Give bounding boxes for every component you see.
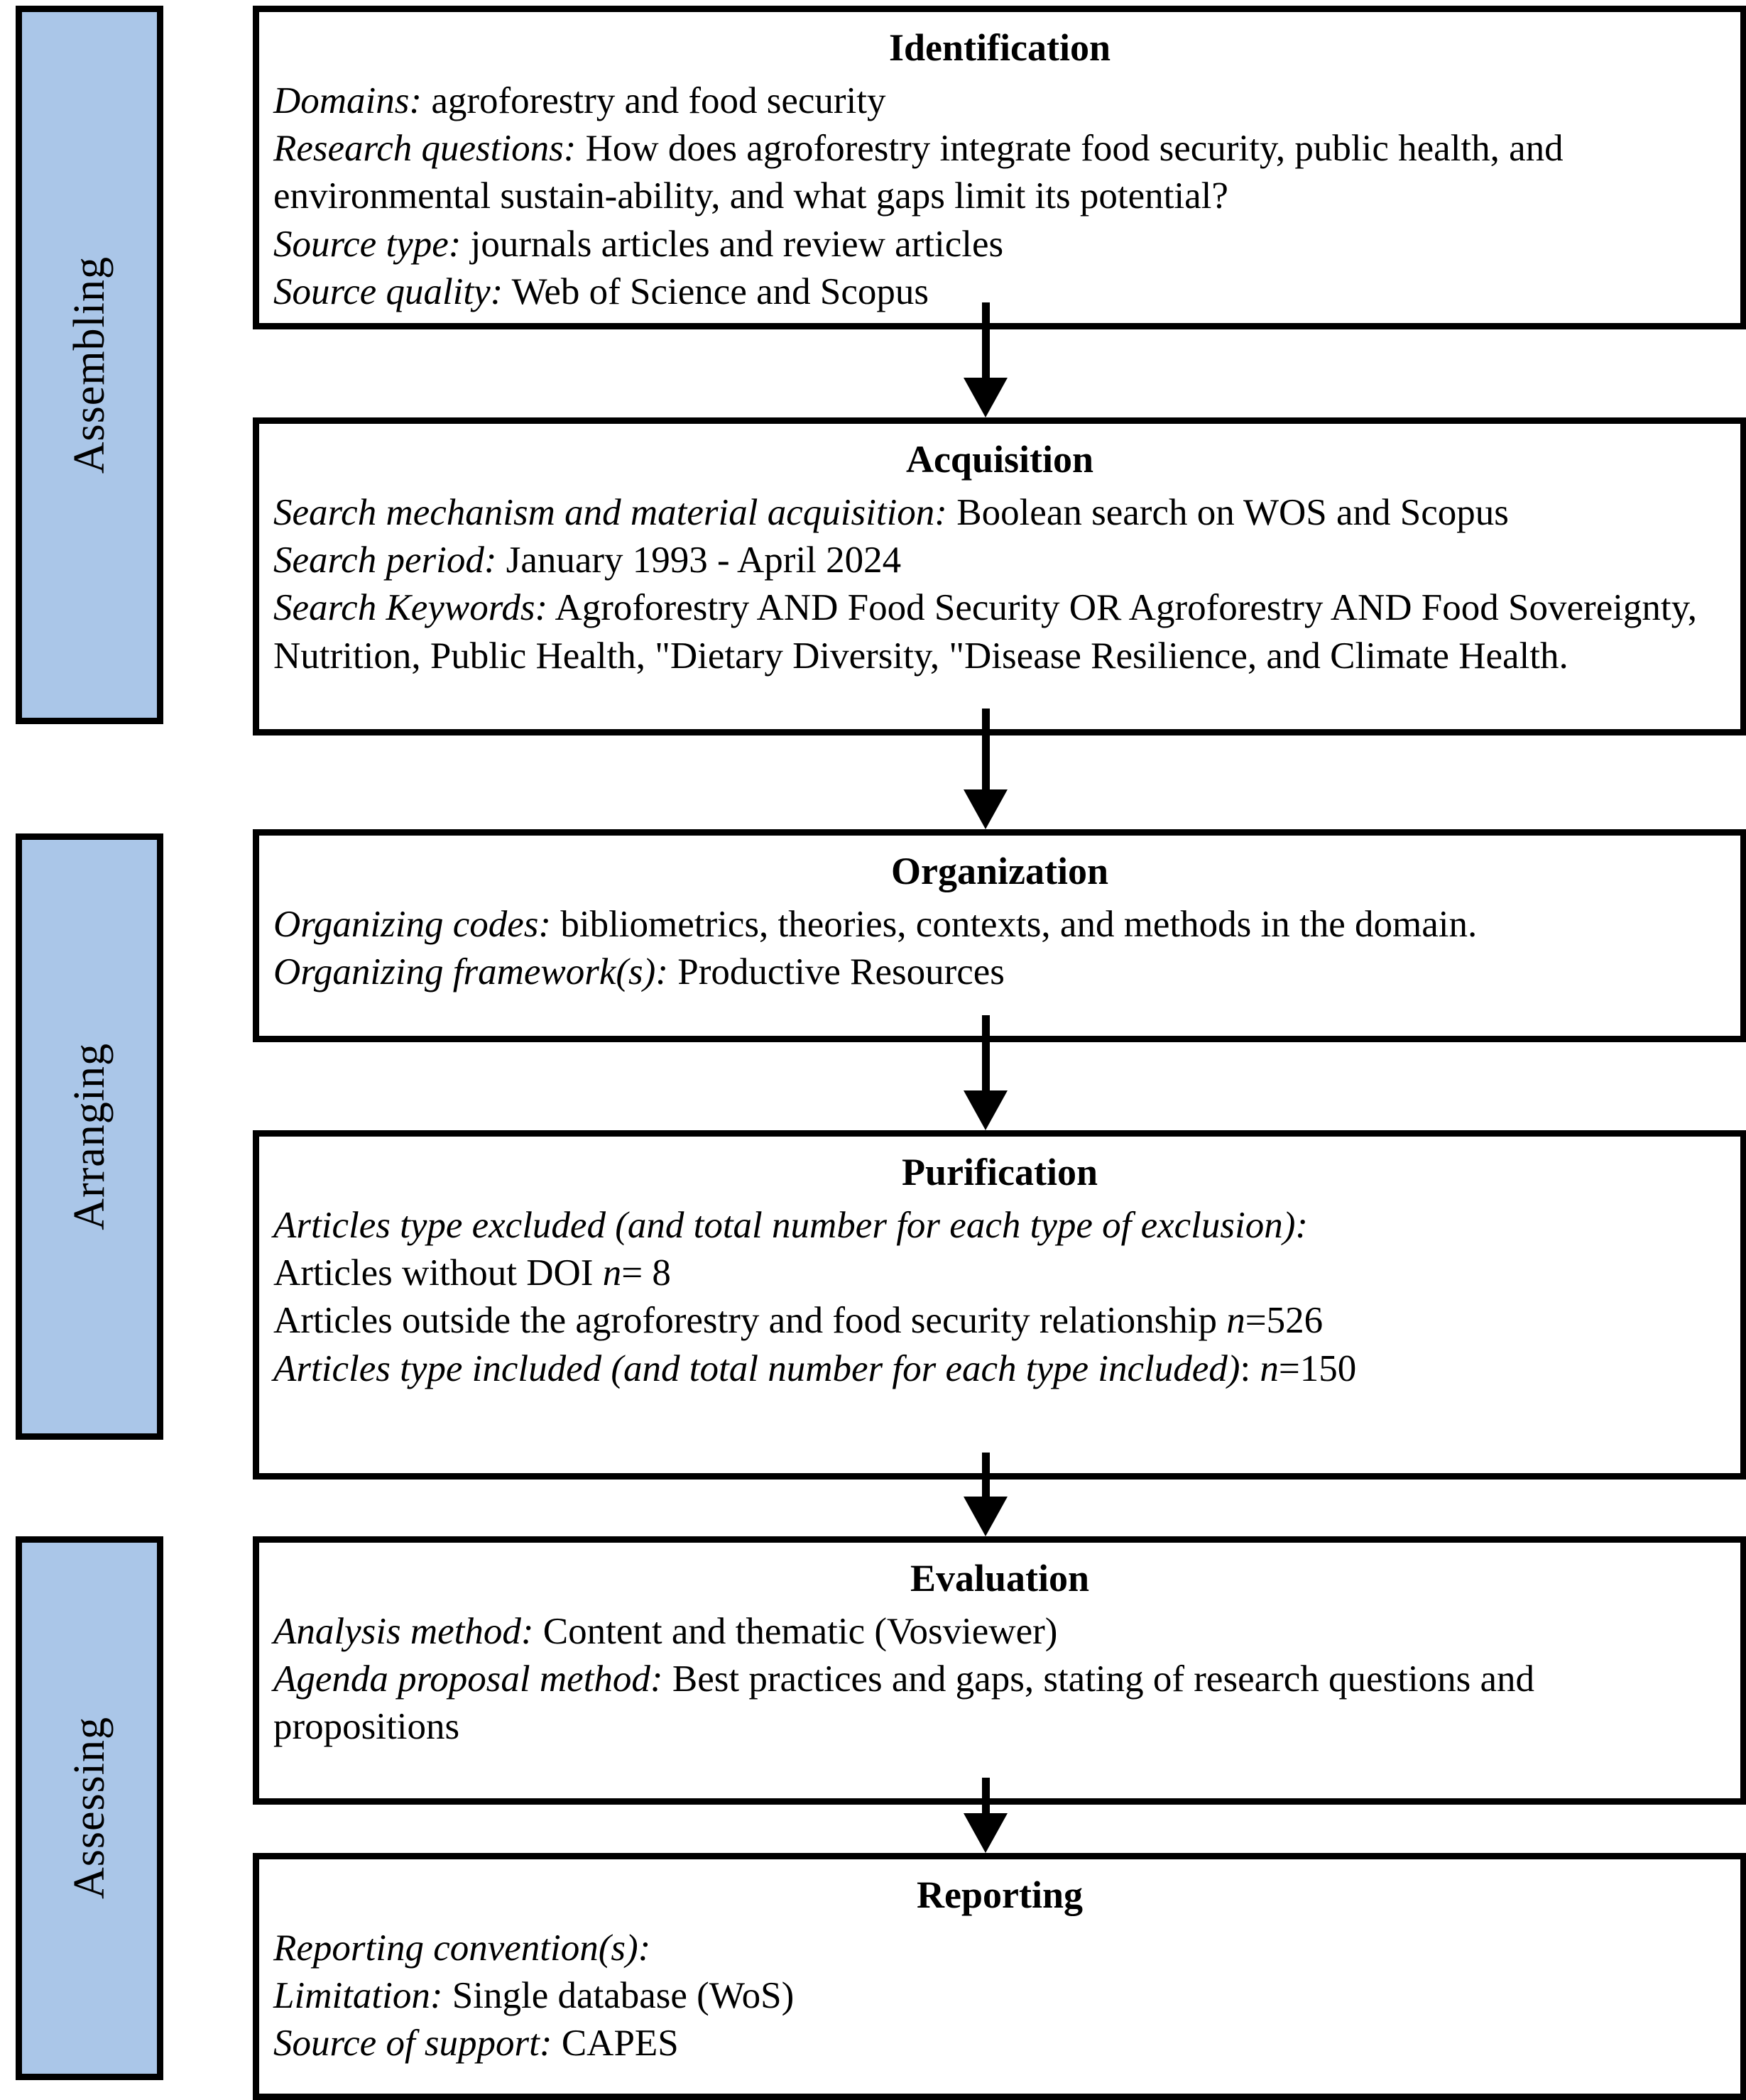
line-value: CAPES (552, 2023, 679, 2065)
arrow-shaft (982, 1778, 990, 1813)
arrow-head-icon (964, 1090, 1008, 1130)
arrow-shaft (982, 709, 990, 789)
stage-title-evaluation: Evaluation (910, 1557, 1090, 1599)
line-value: : n=150 (1240, 1347, 1357, 1389)
arrow-evaluation-to-reporting (964, 1778, 1008, 1853)
line-value: Single database (WoS) (442, 1975, 795, 2017)
stage-line: Search mechanism and material acquisitio… (273, 489, 1726, 537)
arrow-shaft (982, 1015, 990, 1090)
line-label: Search period: (273, 540, 497, 581)
stage-title-acquisition: Acquisition (905, 438, 1094, 481)
stage-title-reporting: Reporting (917, 1874, 1083, 1916)
stage-box-reporting: Reporting Reporting convention(s): Limit… (253, 1853, 1746, 2100)
phase-label-assessing: Assessing (65, 1717, 114, 1900)
line-label: Search mechanism and material acquisitio… (273, 491, 947, 533)
line-label: Source of support: (273, 2023, 552, 2065)
stage-line: Analysis method: Content and thematic (V… (273, 1608, 1726, 1656)
stage-line: Articles without DOI n= 8 (273, 1249, 1726, 1297)
line-label: Limitation: (273, 1975, 443, 2017)
line-value: bibliometrics, theories, contexts, and m… (551, 903, 1478, 945)
line-value: Productive Resources (667, 951, 1005, 993)
arrow-head-icon (964, 1497, 1008, 1536)
stage-line: Search period: January 1993 - April 2024 (273, 537, 1726, 584)
phase-bar-arranging: Arranging (16, 833, 163, 1440)
stage-line: Articles type included (and total number… (273, 1345, 1726, 1393)
line-value: How does agroforestry integrate food sec… (273, 128, 1564, 217)
line-value: journals articles and review articles (461, 223, 1004, 265)
stage-title-identification: Identification (888, 26, 1111, 69)
arrow-organization-to-purification (964, 1015, 1008, 1130)
line-label: Analysis method: (273, 1610, 534, 1652)
line-value: Content and thematic (Vosviewer) (533, 1610, 1058, 1652)
stage-line: Organizing codes: bibliometrics, theorie… (273, 901, 1726, 948)
stage-line: Reporting convention(s): (273, 1925, 1726, 1972)
arrow-shaft (982, 1453, 990, 1497)
phase-bar-assembling: Assembling (16, 6, 163, 724)
stage-box-purification: Purification Articles type excluded (and… (253, 1130, 1746, 1480)
phase-label-arranging: Arranging (65, 1043, 114, 1230)
stage-line: Research questions: How does agroforestr… (273, 125, 1726, 221)
line-label: Domains: (273, 80, 422, 121)
stage-title-purification: Purification (902, 1151, 1098, 1193)
stage-line: Articles outside the agroforestry and fo… (273, 1297, 1726, 1345)
stage-line: Domains: agroforestry and food security (273, 77, 1726, 125)
line-value: Agroforestry AND Food Security OR Agrofo… (273, 587, 1697, 677)
stage-line: Source quality: Web of Science and Scopu… (273, 268, 1726, 316)
line-value: Articles without DOI n= 8 (273, 1252, 671, 1294)
line-value: Best practices and gaps, stating of rese… (273, 1658, 1535, 1748)
line-value: Articles outside the agroforestry and fo… (273, 1300, 1324, 1342)
line-label: Agenda proposal method: (273, 1658, 663, 1700)
stage-title-organization: Organization (891, 850, 1108, 892)
stage-line: Articles type excluded (and total number… (273, 1202, 1726, 1249)
stage-line: Source type: journals articles and revie… (273, 221, 1726, 268)
line-label: Articles type included (and total number… (273, 1347, 1240, 1389)
stage-line: Limitation: Single database (WoS) (273, 1972, 1726, 2020)
stage-box-identification: Identification Domains: agroforestry and… (253, 6, 1746, 329)
line-label: Research questions: (273, 128, 577, 170)
arrow-head-icon (964, 789, 1008, 829)
line-value: agroforestry and food security (422, 80, 886, 121)
arrow-shaft (982, 302, 990, 378)
stage-line: Search Keywords: Agroforestry AND Food S… (273, 584, 1726, 680)
stage-line: Agenda proposal method: Best practices a… (273, 1656, 1726, 1751)
phase-bar-assessing: Assessing (16, 1536, 163, 2080)
line-value: January 1993 - April 2024 (496, 540, 902, 581)
stage-box-acquisition: Acquisition Search mechanism and materia… (253, 417, 1746, 735)
arrow-head-icon (964, 378, 1008, 417)
arrow-acquisition-to-organization (964, 709, 1008, 829)
line-value: Web of Science and Scopus (503, 271, 929, 313)
line-label: Organizing codes: (273, 903, 552, 945)
stage-box-evaluation: Evaluation Analysis method: Content and … (253, 1536, 1746, 1805)
stage-line: Source of support: CAPES (273, 2020, 1726, 2067)
line-label: Source type: (273, 223, 462, 265)
line-label: Source quality: (273, 271, 503, 313)
arrow-purification-to-evaluation (964, 1453, 1008, 1536)
arrow-identification-to-acquisition (964, 302, 1008, 417)
line-value: Boolean search on WOS and Scopus (946, 491, 1509, 533)
line-label: Search Keywords: (273, 587, 548, 629)
line-label: Reporting convention(s): (273, 1927, 651, 1969)
stage-box-organization: Organization Organizing codes: bibliomet… (253, 829, 1746, 1042)
phase-label-assembling: Assembling (65, 256, 114, 474)
line-label: Articles type excluded (and total number… (273, 1204, 1309, 1246)
stage-line: Organizing framework(s): Productive Reso… (273, 948, 1726, 996)
line-label: Organizing framework(s): (273, 951, 668, 993)
arrow-head-icon (964, 1813, 1008, 1853)
